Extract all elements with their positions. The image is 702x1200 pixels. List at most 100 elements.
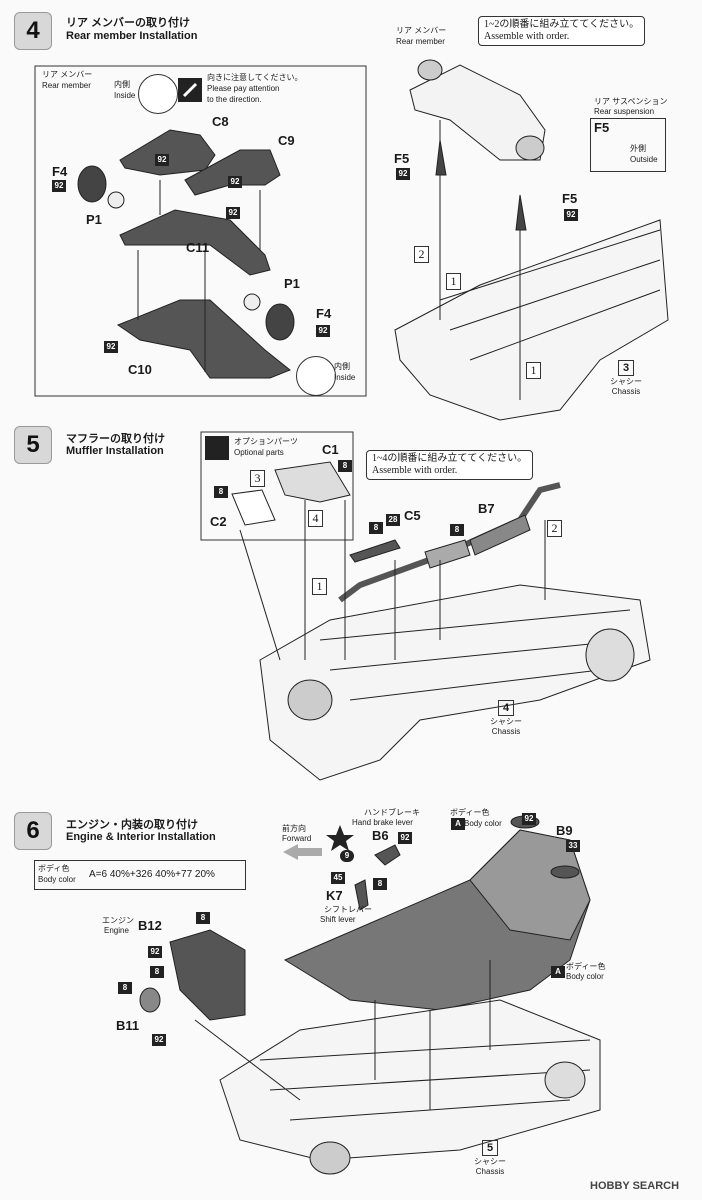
- paint-92-b11: 92: [152, 1034, 166, 1046]
- part-f4-left: F4: [52, 164, 68, 179]
- part-c11: C11: [186, 240, 210, 255]
- handbrake-label-jp: ハンドブレーキ: [364, 808, 420, 817]
- body-color-formula: A=6 40%+326 40%+77 20%: [89, 869, 215, 880]
- inside2-label-jp: 内側: [334, 362, 350, 371]
- step5-title-jp: マフラーの取り付け: [66, 433, 165, 445]
- chassis-ref-step5-jp: シャシー: [490, 717, 522, 726]
- step4-title-jp: リア メンバーの取り付け: [66, 17, 191, 29]
- part-b6: B6: [372, 828, 389, 843]
- body-color-formula-box: ボディ色 Body color A=6 40%+326 40%+77 20%: [34, 860, 246, 890]
- step-number-5: 5: [14, 426, 52, 464]
- seq-3-step5: 3: [250, 470, 265, 487]
- paint-92-f4-right: 92: [316, 325, 330, 337]
- paint-8-c2: 8: [214, 486, 228, 498]
- paint-8-b11: 8: [118, 982, 132, 994]
- part-f4-right: F4: [316, 306, 332, 321]
- part-b7: B7: [478, 501, 495, 516]
- rear-susp-label-jp: リア サスペンション: [594, 97, 668, 106]
- rear-susp-label-en: Rear suspension: [594, 107, 655, 116]
- paint-8-c5: 8: [369, 522, 383, 534]
- inside-label-jp: 内側: [114, 80, 130, 89]
- part-c10: C10: [128, 362, 152, 377]
- chassis-ref-step6-jp: シャシー: [474, 1157, 506, 1166]
- shift-lever-label-en: Shift lever: [320, 915, 356, 924]
- part-c9: C9: [278, 133, 295, 148]
- chassis-ref-step4-num: 3: [618, 360, 634, 376]
- paint-33-b9: 33: [566, 840, 580, 852]
- paint-8-muffler: 8: [450, 524, 464, 536]
- part-f5-left: F5: [394, 151, 410, 166]
- rear-member-label-jp: リア メンバー: [42, 70, 93, 79]
- chassis-ref-step4: 3 シャシー Chassis: [606, 360, 646, 397]
- bodycolor2-label-en: Body color: [464, 819, 502, 828]
- shift-lever-label-jp: シフトレバー: [324, 905, 372, 914]
- caution-note-en1: Please pay attention: [207, 84, 280, 93]
- part-p1-right: P1: [284, 276, 300, 291]
- option-parts-label-en: Optional parts: [234, 448, 284, 457]
- step5-title-en: Muffler Installation: [66, 445, 164, 457]
- paint-92-c10: 92: [104, 341, 118, 353]
- order-callout-step4-en: Assemble with order.: [484, 31, 570, 42]
- handbrake-label-en: Hand brake lever: [352, 818, 413, 827]
- bodycolor3-label-en: Body color: [566, 972, 604, 981]
- caution-note-en2: to the direction.: [207, 95, 262, 104]
- paint-92-c11-top: 92: [226, 207, 240, 219]
- part-p1-left: P1: [86, 212, 102, 227]
- step-number-6: 6: [14, 812, 52, 850]
- chassis-ref-step4-jp: シャシー: [610, 377, 642, 386]
- part-f5-detail: F5: [594, 120, 610, 135]
- paint-8-k7: 8: [373, 878, 387, 890]
- hobby-search-watermark: HOBBY SEARCH: [590, 1180, 680, 1192]
- seq-2-step4: 2: [414, 246, 429, 263]
- order-callout-step4-jp: 1~2の順番に組み立ててください。: [484, 19, 640, 30]
- part-k7: K7: [326, 888, 343, 903]
- seq-2-step5: 2: [547, 520, 562, 537]
- chassis-ref-step5-num: 4: [498, 700, 514, 716]
- seq-1-step5: 1: [312, 578, 327, 595]
- inside-label-en: Inside: [114, 91, 136, 100]
- forward-label-en: Forward: [282, 834, 312, 843]
- paint-92-b12: 92: [148, 946, 162, 958]
- part-c5: C5: [404, 508, 421, 523]
- step4-title-en: Rear member Installation: [66, 30, 198, 42]
- part-b9: B9: [556, 823, 573, 838]
- engine-label-en: Engine: [104, 926, 129, 935]
- paint-45-k7: 45: [331, 872, 345, 884]
- wheel-inside-icon: [138, 74, 178, 114]
- step-number-4: 4: [14, 12, 52, 50]
- paint-92-b9: 92: [522, 813, 536, 825]
- paint-92-f5-right: 92: [564, 209, 578, 221]
- paint-92-b6: 92: [398, 832, 412, 844]
- wheel-inside-icon-2: [296, 356, 336, 396]
- inside2-label-en: Inside: [334, 373, 356, 382]
- caution-note-jp: 向きに注意してください。: [207, 73, 303, 82]
- body-color-label-jp: ボディ色: [38, 864, 70, 873]
- paint-9-b6: 9: [340, 850, 354, 862]
- order-callout-step5-en: Assemble with order.: [372, 465, 458, 476]
- order-callout-step5: 1~4の順番に組み立ててください。 Assemble with order.: [366, 450, 534, 480]
- bodycolor3-label-jp: ボディー色: [566, 962, 606, 971]
- engine-label-jp: エンジン: [102, 916, 134, 925]
- forward-label-jp: 前方向: [282, 824, 306, 833]
- rear-susp-detail-box: [590, 118, 666, 172]
- rear-member2-label-jp: リア メンバー: [396, 26, 447, 35]
- paint-8-engine: 8: [150, 966, 164, 978]
- rear-member-label-en: Rear member: [42, 81, 91, 90]
- seq-4-step5: 4: [308, 510, 323, 527]
- body-color-label-en: Body color: [38, 875, 76, 884]
- chassis-ref-step6-en: Chassis: [475, 1167, 505, 1176]
- paint-92-f5-left: 92: [396, 168, 410, 180]
- paint-8-b12: 8: [196, 912, 210, 924]
- seq-1b-step4: 1: [526, 362, 541, 379]
- paint-a-side: A: [551, 966, 565, 978]
- chassis-ref-step6: 5 シャシー Chassis: [470, 1140, 510, 1177]
- chassis-ref-step5-en: Chassis: [491, 727, 521, 736]
- seq-1a-step4: 1: [446, 273, 461, 290]
- chassis-ref-step6-num: 5: [482, 1140, 498, 1156]
- outside-label-jp: 外側: [630, 144, 646, 153]
- part-c1: C1: [322, 442, 339, 457]
- paint-92-c8: 92: [155, 154, 169, 166]
- part-b11: B11: [116, 1018, 140, 1033]
- rear-member2-label-en: Rear member: [396, 37, 445, 46]
